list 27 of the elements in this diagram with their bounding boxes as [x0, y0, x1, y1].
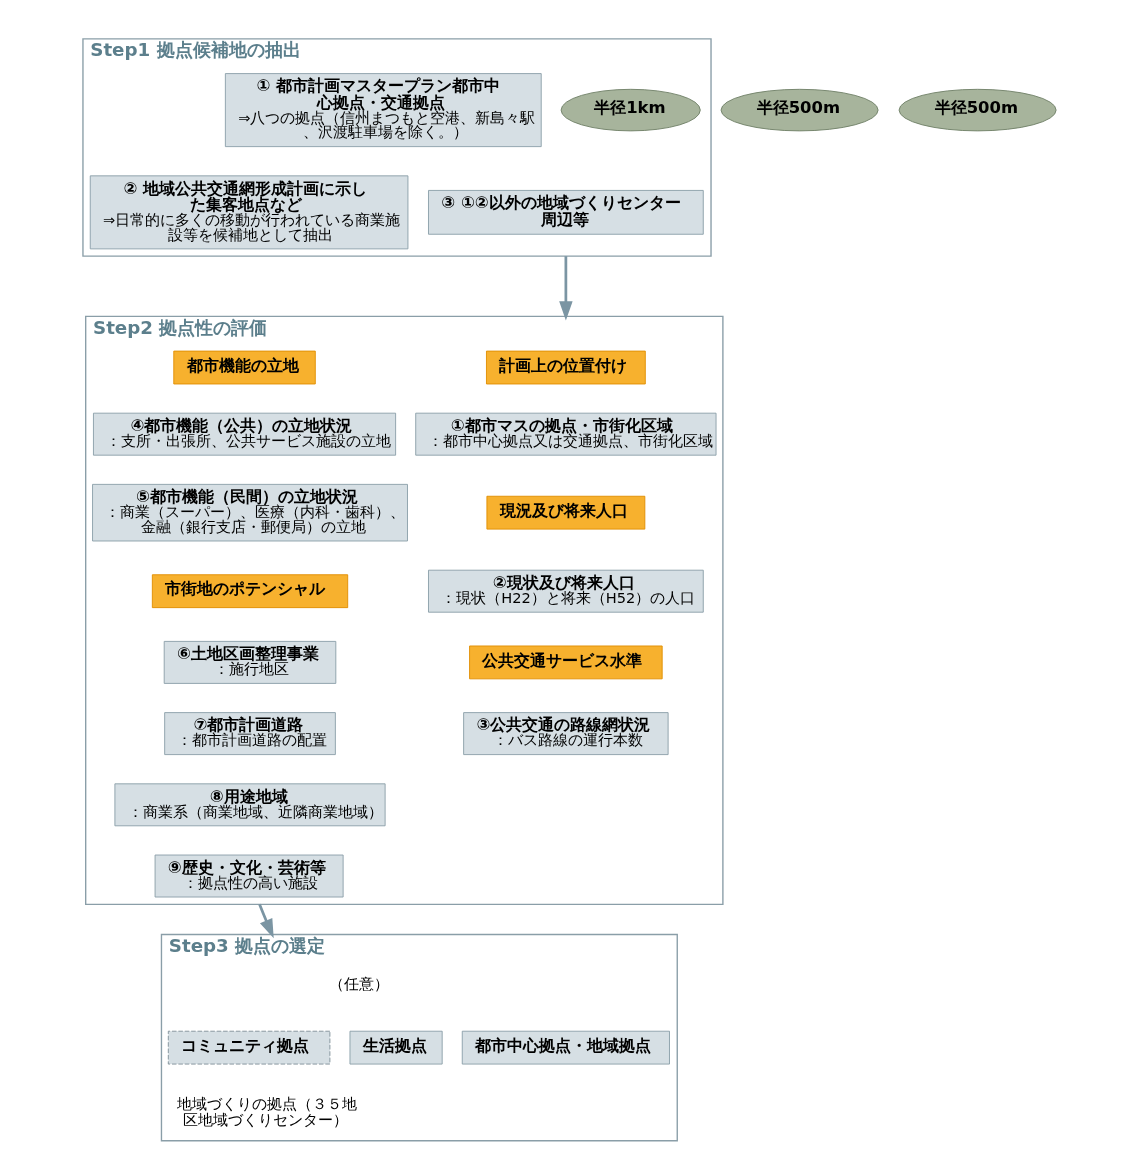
node-box: 計画上の位置付け: [485, 350, 646, 385]
node-box: 現況及び将来人口: [485, 495, 645, 530]
node-label: 地域づくりの拠点（３５地区地域づくりセンター）: [176, 1094, 357, 1129]
node-box: ⑨歴史・文化・芸術等 ：拠点性の高い施設: [154, 854, 344, 898]
node-box: ⑦都市計画道路 ：都市計画道路の配置: [163, 712, 336, 756]
node-box: ⑥土地区画整理事業 ：施行地区: [163, 640, 336, 684]
node-box: ⑧用途地域 ：商業系（商業地域、近隣商業地域）: [113, 783, 386, 827]
node-box: 公共交通サービス水準: [468, 645, 663, 680]
arrow: [257, 903, 274, 939]
node-box: ②現状及び将来人口 ：現状（H22）と将来（H52）の人口: [427, 569, 704, 613]
node-box: コミュニティ拠点: [167, 1030, 330, 1065]
node-box: ③ ①②以外の地域づくりセンター周辺等: [427, 190, 704, 235]
node-box: ① 都市計画マスタープラン都市中心拠点・交通拠点 ⇒八つの拠点（信州まつもと空港、新島々駅、沢渡駐車場を除く。）: [224, 73, 542, 148]
node-ellipse: 半径500m: [898, 88, 1057, 132]
node-box: 市街地のポテンシャル: [151, 574, 348, 609]
node-box: ①都市マスの拠点・市街化区域 ：都市中心拠点又は交通拠点、市街化区域: [414, 412, 716, 456]
node-box: 都市中心拠点・地域拠点: [461, 1030, 670, 1065]
node-box: ⑤都市機能（民間）の立地状況 ：商業（スーパー）、医療（内科・歯科）、金融（銀行支店・郵便局）の立地: [91, 483, 408, 542]
node-box: ③公共交通の路線網状況 ：バス路線の運行本数: [462, 712, 669, 756]
node-label: （任意）: [328, 975, 389, 993]
node-ellipse: 半径1km: [560, 88, 701, 132]
node-ellipse: 半径500m: [720, 88, 879, 132]
node-box: 都市機能の立地: [172, 350, 316, 385]
arrow: [558, 256, 573, 321]
node-box: ② 地域公共交通網形成計画に示した集客地点など ⇒日常的に多くの移動が行われている商業施設等を候補地として抽出: [89, 175, 408, 250]
node-box: 生活拠点: [349, 1030, 443, 1065]
node-box: ④都市機能（公共）の立地状況 ：支所・出張所、公共サービス施設の立地: [92, 412, 396, 456]
